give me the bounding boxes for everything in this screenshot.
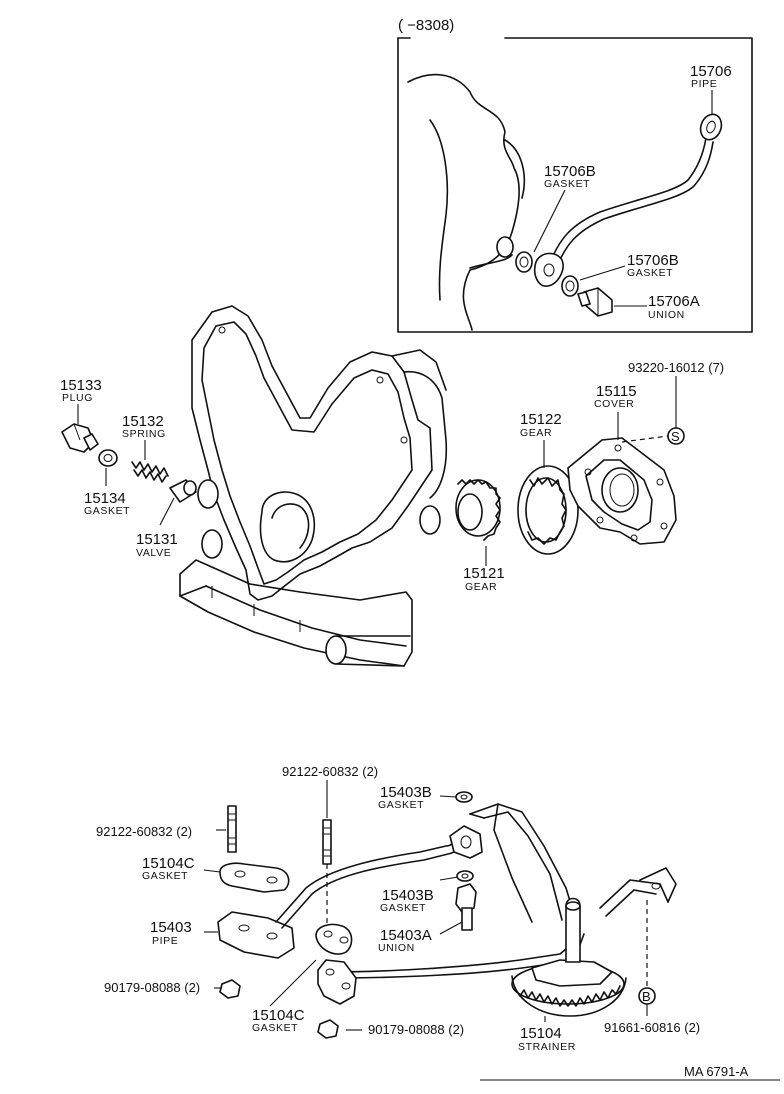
label-93220-number: 93220-16012 (7) — [628, 360, 724, 375]
marker-b-letter: B — [642, 989, 651, 1004]
label-15115-number: 15115 — [596, 383, 637, 400]
pipe-15706 — [533, 113, 723, 287]
inset-date-range: ( −8308) — [398, 17, 454, 34]
label-90179-left-number: 90179-08088 (2) — [104, 980, 200, 995]
label-15133-number: 15133 — [60, 377, 102, 394]
gasket-15706b-upper — [515, 251, 533, 273]
label-15403b-lower-number: 15403B — [382, 887, 434, 904]
label-15133-name: PLUG — [62, 392, 93, 404]
label-15403b-upper-name: GASKET — [378, 799, 424, 811]
gasket-15403b-lower — [456, 870, 474, 882]
label-15706b-lower-name: GASKET — [627, 267, 673, 279]
label-92122-top-number: 92122-60832 (2) — [282, 764, 378, 779]
gasket-15134 — [98, 449, 118, 467]
union-15403a — [455, 883, 477, 931]
label-15132-name: SPRING — [122, 428, 166, 440]
union-bolt-15706a — [577, 287, 613, 317]
label-15706a-name: UNION — [648, 309, 685, 321]
inset-box: ( −8308) — [397, 17, 753, 333]
stud-92122-left — [227, 805, 237, 853]
label-15122-name: GEAR — [520, 427, 552, 439]
gasket-15706b-lower — [561, 275, 579, 297]
label-15104-name: STRAINER — [518, 1041, 576, 1053]
label-91661-number: 91661-60816 (2) — [604, 1020, 700, 1035]
gear-15121 — [455, 479, 501, 541]
cover-15115 — [567, 437, 677, 545]
label-15403-number: 15403 — [150, 919, 192, 936]
label-15134-number: 15134 — [84, 490, 126, 507]
label-15134-name: GASKET — [84, 505, 130, 517]
gasket-15403b-upper — [455, 791, 473, 803]
valve-15131 — [169, 479, 197, 503]
label-15403b-lower-name: GASKET — [380, 902, 426, 914]
label-15706a-number: 15706A — [648, 293, 700, 310]
plug-15133 — [61, 423, 99, 453]
stud-92122-top — [322, 819, 332, 865]
label-15121-number: 15121 — [463, 565, 505, 582]
label-15403a-name: UNION — [378, 942, 415, 954]
pump-housing — [179, 305, 448, 667]
label-15115-name: COVER — [594, 398, 634, 410]
label-15131-name: VALVE — [136, 547, 171, 559]
label-15706-number: 15706 — [690, 63, 732, 80]
nut-90179-left — [219, 979, 241, 999]
label-15121-name: GEAR — [465, 581, 497, 593]
label-15122-number: 15122 — [520, 411, 562, 428]
label-15706-name: PIPE — [691, 78, 717, 90]
label-90179-bottom-number: 90179-08088 (2) — [368, 1022, 464, 1037]
marker-s-letter: S — [671, 429, 680, 444]
label-15104c-upper-number: 15104C — [142, 855, 195, 872]
label-15403a-number: 15403A — [380, 927, 432, 944]
nut-90179-bottom — [317, 1019, 339, 1039]
label-15706b-upper-name: GASKET — [544, 178, 590, 190]
gear-15122 — [517, 465, 579, 555]
label-15104c-lower-number: 15104C — [252, 1007, 305, 1024]
label-92122-left-number: 92122-60832 (2) — [96, 824, 192, 839]
gasket-15104c-upper — [219, 862, 290, 893]
label-15403b-upper-number: 15403B — [380, 784, 432, 801]
strainer-15104 — [469, 803, 677, 1017]
label-15104-number: 15104 — [520, 1025, 562, 1042]
pipe-15403 — [217, 825, 585, 979]
label-15132-number: 15132 — [122, 413, 164, 430]
label-15403-name: PIPE — [152, 935, 178, 947]
label-15131-number: 15131 — [136, 531, 178, 548]
spring-15132 — [131, 461, 169, 483]
diagram-code: MA 6791-A — [684, 1064, 749, 1079]
label-15104c-upper-name: GASKET — [142, 870, 188, 882]
inset-engine-case — [407, 73, 526, 331]
gasket-15104c-lower — [315, 923, 353, 955]
pipe-15403-lower-flange — [317, 959, 357, 1005]
label-15104c-lower-name: GASKET — [252, 1022, 298, 1034]
label-15706b-lower-number: 15706B — [627, 252, 679, 269]
label-15706b-upper-number: 15706B — [544, 163, 596, 180]
